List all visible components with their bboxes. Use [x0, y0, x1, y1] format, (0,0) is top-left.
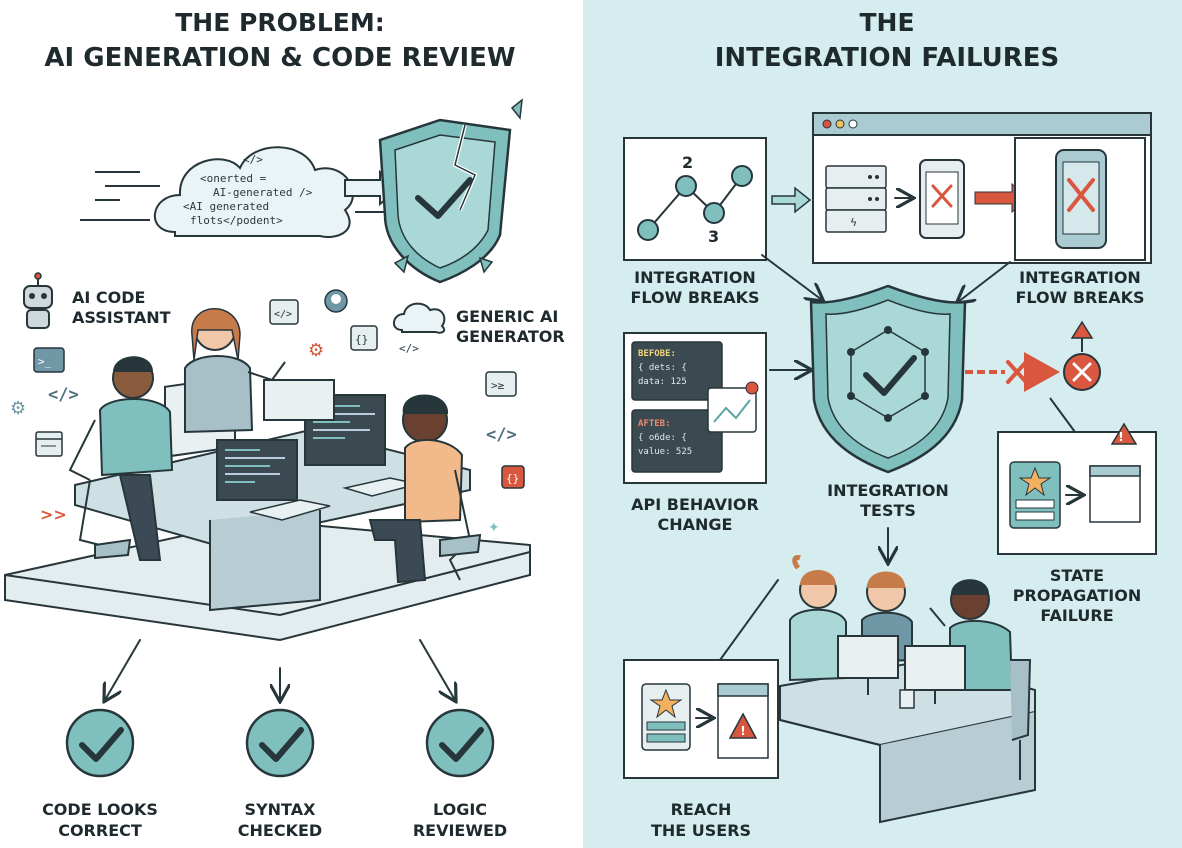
monitor-center: [216, 439, 298, 501]
api-before-line1: { dets: {: [638, 363, 687, 373]
bracket-badge-icon: {}: [501, 465, 525, 489]
robot-icon: [23, 272, 53, 329]
check-label-3-line2: REVIEWED: [413, 821, 507, 840]
cloud-code-line2: <onerted =: [200, 172, 267, 185]
failed-propagation-flow: [965, 320, 1101, 392]
flow-left-label-line2: FLOW BREAKS: [630, 288, 759, 307]
code-window-icon: </>: [269, 299, 299, 325]
gear-icon: ⚙: [10, 398, 26, 419]
prompt-icon: >≥: [485, 371, 517, 397]
flow-diagram-card: 2 3: [623, 137, 767, 261]
api-label-line2: CHANGE: [658, 515, 733, 534]
check-circle-icon-2: [245, 708, 315, 778]
tests-label-line1: INTEGRATION: [827, 481, 949, 500]
code-tag-icon: </>: [48, 385, 79, 405]
check-label-1-line2: CORRECT: [58, 821, 142, 840]
team-desk-scene: [779, 555, 1036, 824]
api-behavior-card: BEFOBE: { dets: { data: 125 AFTEB: { o6d…: [623, 332, 767, 484]
check-circle-icon-1: [65, 708, 135, 778]
check-label-2-line1: SYNTAX: [245, 800, 317, 819]
state-propagation-card: !: [997, 422, 1157, 555]
reach-connector-line: [719, 579, 779, 661]
right-title-line1: THE: [859, 8, 914, 37]
flow-left-label-line1: INTEGRATION: [634, 268, 756, 287]
integration-shield-icon: [809, 284, 967, 474]
api-after-line1: { o6de: {: [638, 433, 687, 443]
arrow-to-check-1: [105, 639, 141, 700]
arrows-icon: >>: [40, 505, 67, 524]
svg-text:!: !: [740, 724, 745, 738]
arrow-flow-to-shield: [761, 254, 822, 300]
arrow-to-check-3: [419, 639, 455, 700]
cloud-code-line5: flots</podent>: [190, 214, 283, 227]
terminal-icon: >_: [33, 347, 65, 373]
cloud-code-line1: </>: [243, 153, 263, 166]
right-title-line2: INTEGRATION FAILURES: [715, 43, 1060, 73]
generic-ai-line1: GENERIC AI: [456, 307, 558, 326]
sparkle-icon: ✦: [488, 520, 500, 536]
svg-text:{}: {}: [355, 333, 368, 346]
check-circle-icon-3: [425, 708, 495, 778]
flow-right-label-line2: FLOW BREAKS: [1015, 288, 1144, 307]
ai-code-cloud: </> <onerted = AI-generated /> <AI gener…: [80, 146, 355, 238]
orange-gear-icon: ⚙: [308, 340, 324, 361]
svg-text:>≥: >≥: [491, 379, 505, 392]
left-title-line1: THE PROBLEM:: [175, 8, 385, 37]
left-title-line2: AI GENERATION & CODE REVIEW: [44, 43, 515, 73]
check-label-2-line2: CHECKED: [238, 821, 322, 840]
code-brackets-icon: </>: [399, 342, 419, 355]
state-label-line2: PROPAGATION: [1013, 586, 1141, 605]
code-tag-right-icon: </>: [486, 425, 517, 445]
state-label-line1: STATE: [1050, 566, 1104, 585]
api-after-title: AFTEB:: [638, 419, 671, 429]
ai-code-assistant-line1: AI CODE: [72, 288, 145, 307]
tests-label-line2: TESTS: [860, 501, 916, 520]
cracked-shield-icon: [378, 98, 523, 284]
braces-window-icon: {}: [350, 325, 378, 351]
api-after-line2: value: 525: [638, 447, 692, 457]
arrow-phone-to-shield: [958, 261, 1011, 302]
github-icon: [324, 289, 348, 313]
flow-number-bottom: 3: [708, 227, 719, 246]
api-before-line2: data: 125: [638, 377, 687, 387]
svg-text:{}: {}: [506, 472, 519, 485]
svg-text:>_: >_: [38, 355, 52, 368]
svg-text:!: !: [1118, 430, 1123, 444]
developers-desk-scene: [4, 308, 531, 642]
flow-number-top: 2: [682, 153, 693, 172]
cloud-code-line3: AI-generated />: [213, 186, 313, 199]
reach-label-line2: THE USERS: [651, 821, 751, 840]
cloud-code-line4: <AI generated: [183, 200, 269, 213]
flow-right-label-line1: INTEGRATION: [1019, 268, 1141, 287]
api-label-line1: API BEHAVIOR: [631, 495, 759, 514]
browser-window-icon: [35, 431, 63, 457]
reach-users-card: !: [623, 659, 779, 779]
state-label-line3: FAILURE: [1040, 606, 1113, 625]
generic-ai-line2: GENERATOR: [456, 327, 565, 346]
connector-line: [1049, 397, 1076, 433]
cloud-icon: [393, 302, 446, 334]
check-label-1-line1: CODE LOOKS: [42, 800, 158, 819]
ai-code-assistant-line2: ASSISTANT: [72, 308, 171, 327]
svg-text:ϟ: ϟ: [850, 216, 857, 229]
flow-arrow: [771, 186, 812, 214]
api-before-title: BEFOBE:: [638, 349, 676, 359]
check-label-3-line1: LOGIC: [433, 800, 487, 819]
svg-text:</>: </>: [274, 309, 292, 320]
broken-phone-card: [1014, 137, 1146, 261]
reach-label-line1: REACH: [671, 800, 732, 819]
